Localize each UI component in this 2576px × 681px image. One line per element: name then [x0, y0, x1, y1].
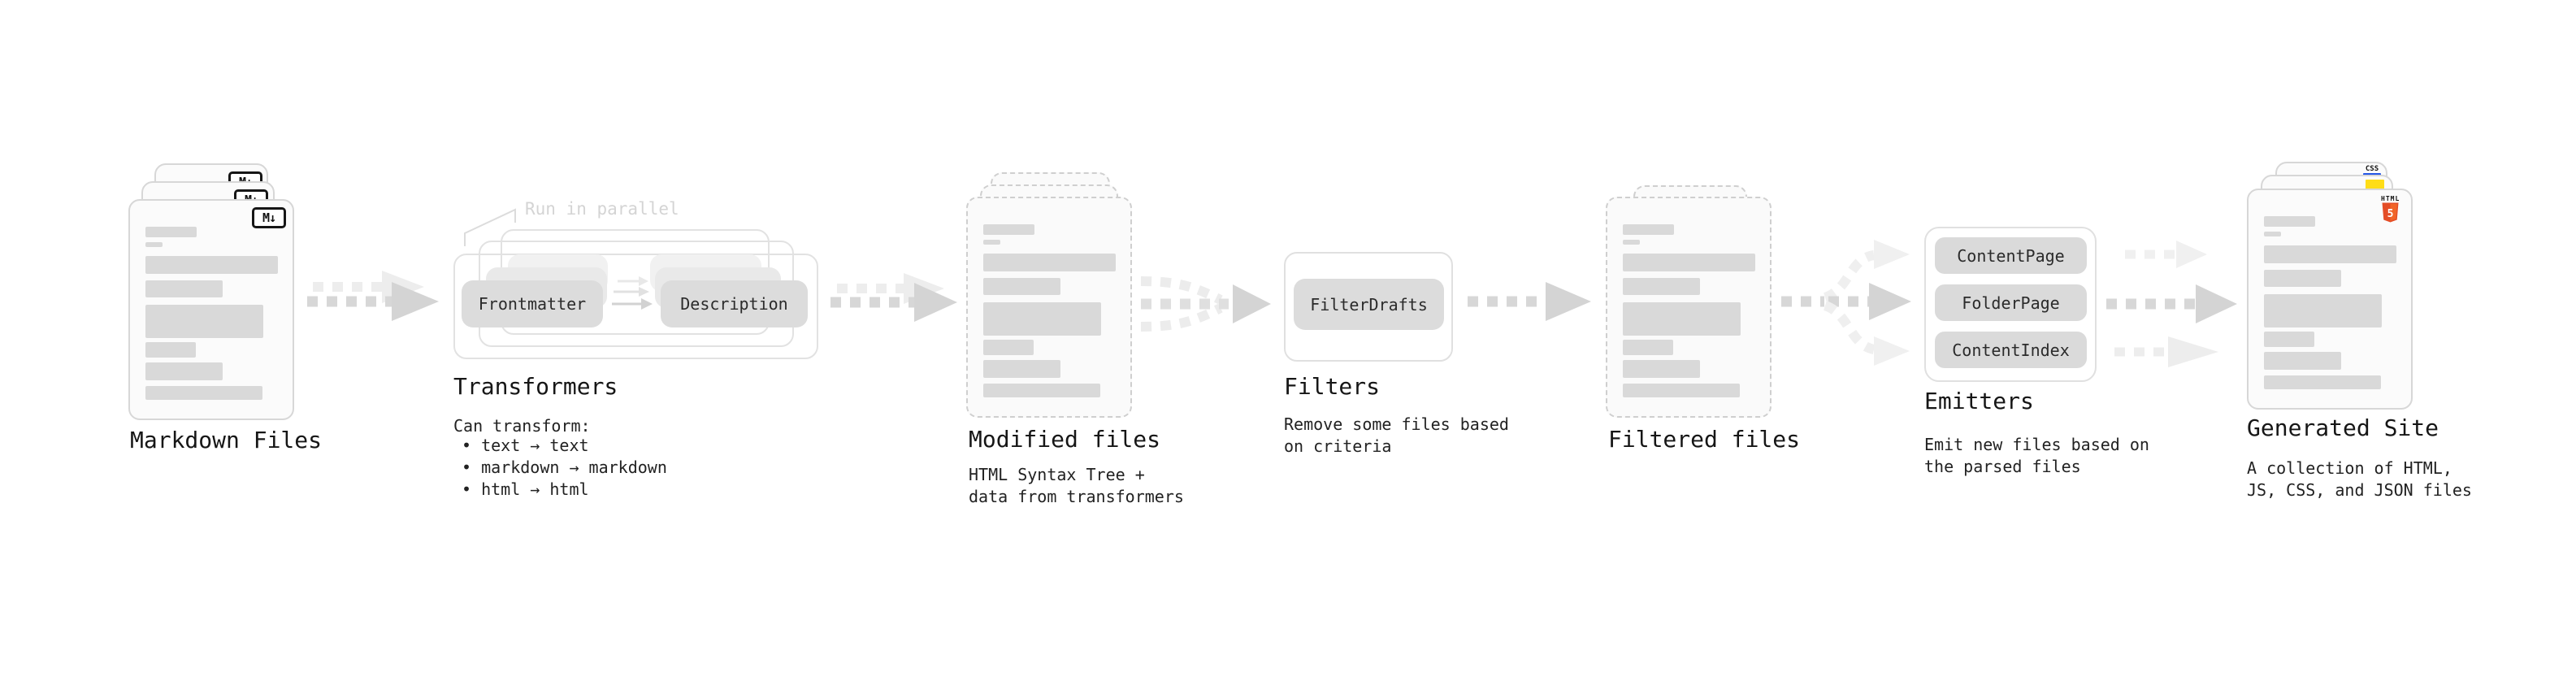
modified-files-label: Modified files	[969, 426, 1161, 453]
description-pill: Description	[661, 280, 808, 327]
modified-file-card	[966, 197, 1132, 418]
markdown-badge-text: M↓	[262, 210, 276, 225]
emitters-desc: the parsed files	[1924, 457, 2081, 476]
transformers-desc-title: Can transform:	[453, 416, 591, 436]
transformers-bullet: • html → html	[462, 479, 589, 499]
html5-shield-icon: 5	[2382, 202, 2398, 223]
document-content-placeholder	[2264, 216, 2396, 389]
emitters-desc: Emit new files based on	[1924, 435, 2149, 454]
frontmatter-pill: Frontmatter	[462, 280, 603, 327]
generated-site-label: Generated Site	[2247, 414, 2439, 441]
arrow-filtered-to-emitters	[1781, 240, 1911, 366]
arrow-markdown-to-transformers	[307, 271, 439, 321]
transformers-bullet: • text → text	[462, 436, 589, 455]
html5-logo-icon: HTML 5	[2381, 195, 2399, 227]
arrow-filters-to-filtered	[1468, 282, 1591, 321]
markdown-file-card: M↓	[128, 199, 294, 420]
document-content-placeholder	[145, 227, 278, 400]
modified-files-desc: HTML Syntax Tree +	[969, 465, 1145, 484]
site-file-card: HTML 5	[2247, 189, 2413, 410]
arrow-emitters-to-site	[2106, 241, 2237, 367]
filtered-file-card	[1606, 197, 1772, 418]
modified-files-desc: data from transformers	[969, 487, 1184, 506]
markdown-icon: M↓	[252, 207, 286, 228]
markdown-files-label: Markdown Files	[130, 427, 323, 453]
contentpage-pill: ContentPage	[1935, 237, 2087, 274]
js-logo-icon	[2366, 180, 2384, 189]
folderpage-pill: FolderPage	[1935, 284, 2087, 321]
css-logo-text: CSS	[2365, 165, 2379, 173]
generated-site-desc: A collection of HTML,	[2247, 458, 2452, 478]
transformers-bullet: • markdown → markdown	[462, 458, 667, 477]
contentindex-pill: ContentIndex	[1935, 332, 2087, 368]
filters-desc: on criteria	[1284, 436, 1392, 456]
generated-site-desc: JS, CSS, and JSON files	[2247, 480, 2472, 500]
html5-logo-number: 5	[2387, 208, 2393, 220]
arrow-transformers-to-modified	[830, 273, 957, 322]
document-content-placeholder	[983, 224, 1116, 397]
document-content-placeholder	[1623, 224, 1755, 397]
transformers-label: Transformers	[453, 373, 618, 400]
filtered-files-label: Filtered files	[1608, 426, 1801, 453]
filters-label: Filters	[1284, 373, 1381, 400]
filters-desc: Remove some files based	[1284, 414, 1509, 434]
emitters-label: Emitters	[1924, 388, 2034, 414]
run-in-parallel-annotation: Run in parallel	[525, 199, 679, 219]
filterdrafts-pill: FilterDrafts	[1294, 279, 1444, 330]
arrow-modified-to-filters	[1140, 276, 1271, 332]
transformer-box-front	[453, 254, 818, 359]
html5-logo-word: HTML	[2381, 195, 2400, 202]
